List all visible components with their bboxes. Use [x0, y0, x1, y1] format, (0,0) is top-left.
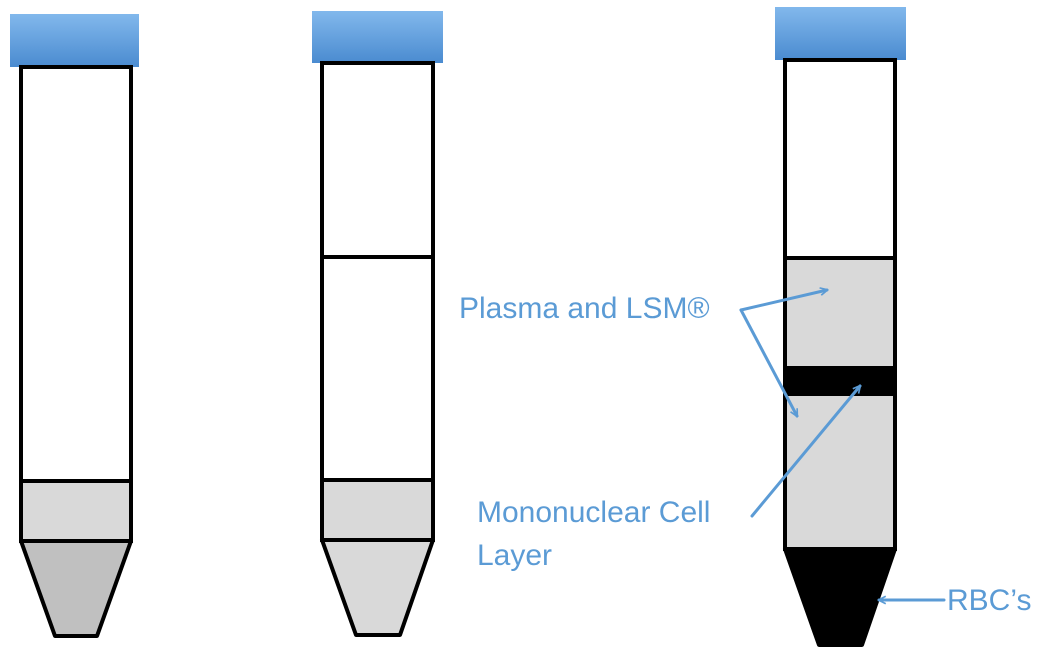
tube-3-rbc-tip [783, 547, 897, 647]
tube-2-gray-layer [320, 478, 435, 542]
mononuclear-cell-label-line2: Layer [477, 539, 553, 572]
tube-1 [10, 14, 139, 638]
mononuclear-cell-label-line1: Mononuclear Cell [477, 496, 711, 529]
tube-1-tip [19, 539, 133, 638]
tube-3-mononuclear-layer [783, 366, 897, 396]
rbc-label: RBC’s [947, 584, 1032, 617]
tube-3-plasma-layer [783, 256, 897, 370]
plasma-and-lsm-label: Plasma and LSM® [459, 292, 710, 325]
annotation-arrows [739, 290, 946, 600]
tube-3-cap [775, 7, 906, 60]
tube-2-body-upper [320, 61, 435, 259]
tube-1-body [19, 65, 133, 483]
tube-3-body-upper [783, 58, 897, 260]
tube-1-gray-layer [19, 479, 133, 543]
tube-2 [312, 11, 443, 637]
tube-2-tip [320, 538, 435, 637]
plasma-arrow-upper [739, 290, 827, 312]
tube-3-lsm-layer [783, 392, 897, 551]
tube-3 [775, 7, 906, 647]
tube-2-cap [312, 11, 443, 63]
plasma-arrow-lower [739, 308, 799, 416]
mononuclear-arrow [750, 386, 860, 518]
tube-2-body-middle [320, 255, 435, 482]
tube-1-cap [10, 14, 139, 67]
